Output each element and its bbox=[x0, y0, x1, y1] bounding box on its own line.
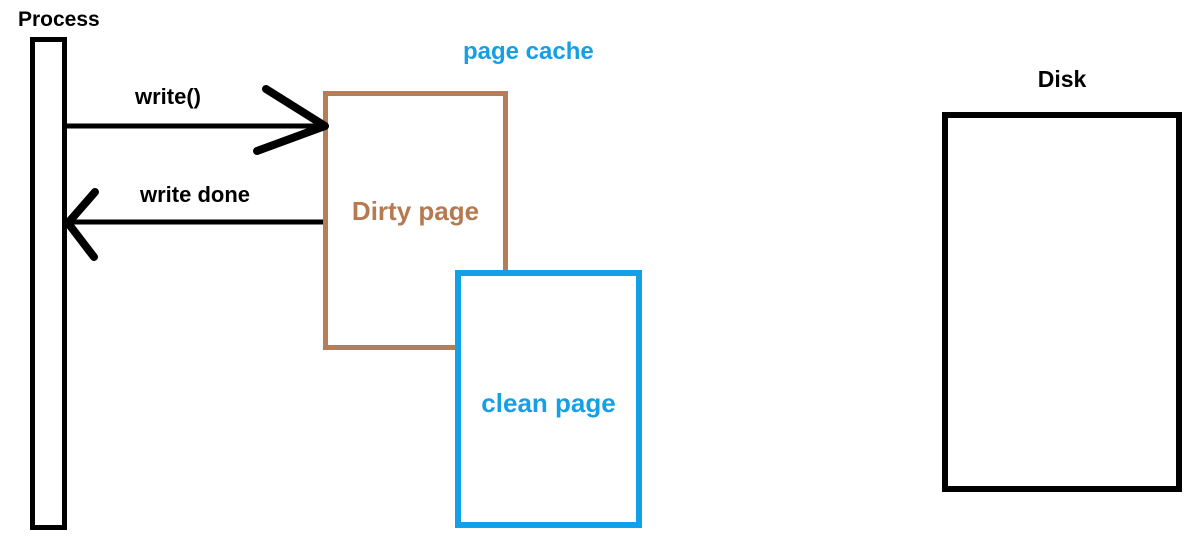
disk-label: Disk bbox=[1037, 66, 1087, 92]
page-cache-label: page cache bbox=[463, 38, 594, 65]
write-arrow bbox=[66, 85, 329, 155]
clean-page-label: clean page bbox=[481, 387, 616, 418]
disk-box bbox=[942, 112, 1182, 492]
write-done-arrow bbox=[64, 188, 323, 261]
write-done-arrow-label: write done bbox=[140, 182, 251, 207]
process-label: Process bbox=[18, 8, 100, 31]
clean-page-box: clean page bbox=[455, 270, 642, 528]
process-lifeline-bar bbox=[30, 37, 67, 530]
dirty-page-label: Dirty page bbox=[351, 196, 480, 226]
write-arrow-label: write() bbox=[135, 84, 201, 109]
